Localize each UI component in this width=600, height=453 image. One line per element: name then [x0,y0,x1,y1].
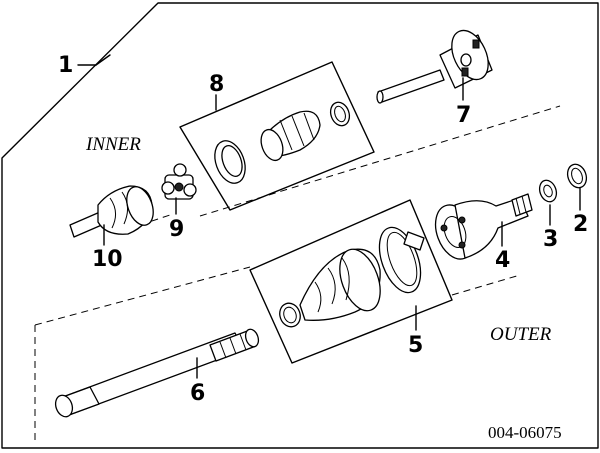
part-3-washer [538,179,558,203]
part-2-clip [566,163,588,189]
part-5-outer-boot [279,226,425,328]
part-4-outer-cv-joint [434,193,533,260]
dashed-guide-lower [34,266,251,326]
callout-8: 8 [209,72,224,97]
callout-9: 9 [169,217,184,242]
callout-1: 1 [58,53,73,78]
callout-2: 2 [573,212,588,237]
dashed-guide-upper [199,105,561,217]
dashed-guide-mid [451,274,521,296]
part-6-axle-shaft [54,328,260,418]
callout-3: 3 [543,227,558,252]
callout-6: 6 [190,381,205,406]
label-inner: INNER [85,134,141,155]
callout-10: 10 [92,247,123,272]
part-7-damper-shaft [376,29,493,104]
leader-lines [77,54,581,379]
callout-4: 4 [495,248,510,273]
part-8-inner-boot [214,101,351,184]
label-outer: OUTER [490,324,552,345]
callout-7: 7 [456,103,471,128]
boot-kit-box-inner [179,61,375,211]
part-9-tripod-joint [161,163,197,200]
part-10-inner-joint [69,185,154,238]
callout-5: 5 [408,333,423,358]
boot-kit-box-outer [249,199,453,364]
diagram-code: 004-06075 [488,423,562,442]
